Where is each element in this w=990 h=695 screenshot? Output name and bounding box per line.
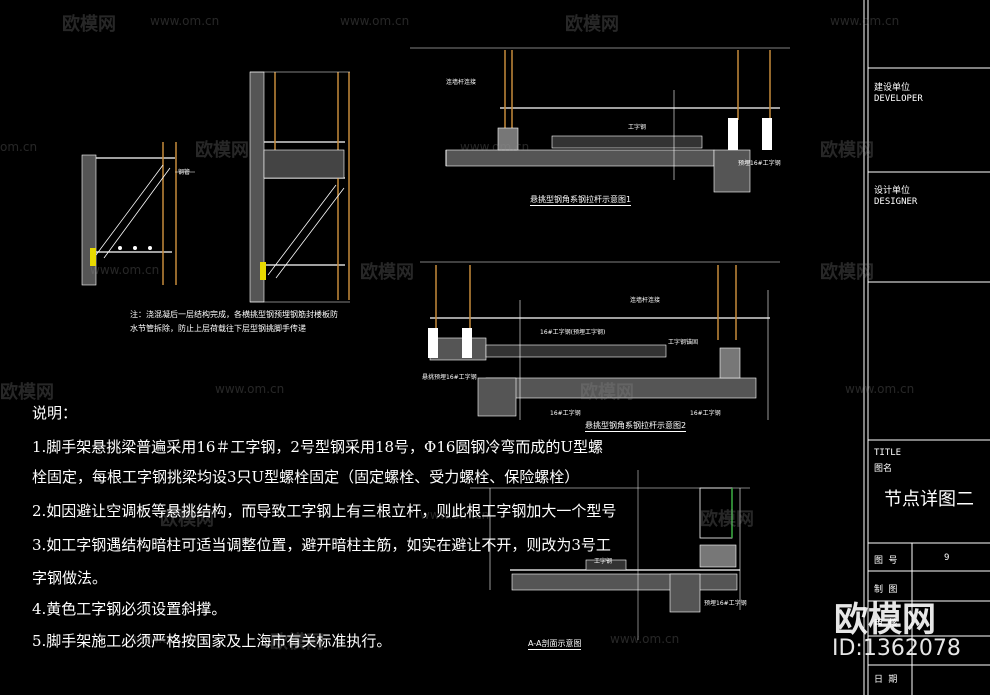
label-wall-rod: 连墙杆连接	[446, 79, 477, 86]
title-cn: 图名	[874, 464, 893, 474]
notes-title: 说明：	[32, 404, 78, 422]
notes-line: 5.脚手架施工必须严格按国家及上海市有关标准执行。	[32, 632, 392, 650]
detail-section-aa	[470, 470, 750, 640]
label-i-beam: 工字钢	[628, 124, 647, 131]
watermark-logo: 欧模网	[834, 600, 936, 640]
watermark-url: www.om.cn	[460, 140, 530, 154]
watermark-brand: 欧模网	[820, 262, 874, 283]
watermark-brand: 欧模网	[195, 140, 249, 161]
label-i-beam-16: 16#工字钢(预埋工字钢)	[540, 329, 606, 336]
watermark-brand: 欧模网	[820, 140, 874, 161]
developer-cn: 建设单位	[874, 83, 911, 93]
label-embed-sec: 预埋16#工字钢	[704, 600, 747, 607]
caption-section: A-A剖面示意图	[528, 639, 582, 650]
title-en: TITLE	[874, 448, 902, 458]
label-anchor: 工字钢锚固	[668, 339, 699, 346]
notes-line: 4.黄色工字钢必须设置斜撑。	[32, 600, 227, 618]
watermark-id: ID:1362078	[832, 636, 961, 661]
watermark-url: www.om.cn	[90, 263, 160, 277]
watermark-brand: 欧模网	[580, 382, 634, 403]
watermark-url: www.om.cn	[215, 382, 285, 396]
watermark-url: www.om.cn	[610, 632, 680, 646]
label-steel-pipe: 钢管	[178, 169, 191, 176]
watermark-url: www.om.cn	[420, 508, 490, 522]
notes-line: 2.如因避让空调板等悬挑结构，而导致工字钢上有三根立杆，则此根工字钢加大一个型号	[32, 502, 617, 520]
watermark-brand: 欧模网	[270, 632, 324, 653]
detail-left-2	[249, 71, 350, 303]
detail-fig2	[420, 261, 780, 420]
designer-en: DESIGNER	[874, 197, 918, 207]
watermark-url: www.om.cn	[845, 382, 915, 396]
drawing-no-label: 图 号	[874, 556, 898, 566]
designer-cn: 设计单位	[874, 186, 911, 196]
label-wall-rod-2: 连墙杆连接	[630, 297, 661, 304]
watermark-brand: 欧模网	[62, 14, 116, 35]
notes-line: 3.如工字钢遇结构暗柱可适当调整位置，避开暗柱主筋，如实在避让不开，则改为3号工	[32, 536, 611, 554]
label-bottom-a: 16#工字钢	[550, 410, 581, 417]
drawing-no-value: 9	[944, 553, 950, 563]
caption-fig2: 悬挑型钢角系钢拉杆示意图2	[585, 421, 687, 432]
detail-fig1	[410, 47, 790, 193]
watermark-brand: 欧模网	[700, 509, 754, 530]
notes-line: 栓固定，每根工字钢挑梁均设3只U型螺栓固定（固定螺栓、受力螺栓、保险螺栓）	[32, 468, 580, 486]
label-left: 悬挑预埋16#工字钢	[422, 374, 477, 381]
watermark-url: www.om.cn	[830, 14, 900, 28]
left-note: 注：浇混凝后一层结构完成，各横挑型钢预埋钢筋封楼板防水节管拆除，防止上层荷载往下…	[130, 310, 338, 333]
notes-line: 1.脚手架悬挑梁普遍采用16＃工字钢，2号型钢采用18号，Φ16圆钢冷弯而成的U…	[32, 438, 604, 456]
check-label: 审 核	[874, 619, 898, 629]
developer-en: DEVELOPER	[874, 94, 923, 104]
watermark-brand: 欧模网	[360, 262, 414, 283]
watermark-brand: 欧模网	[0, 382, 54, 403]
caption-fig1: 悬挑型钢角系钢拉杆示意图1	[530, 195, 632, 206]
watermark-url: www.om.cn	[340, 14, 410, 28]
date-label: 日 期	[874, 675, 898, 685]
watermark-url: www.om.cn	[130, 632, 200, 646]
label-embed-i-beam: 预埋16#工字钢	[738, 160, 781, 167]
detail-left-1	[81, 142, 195, 286]
watermark-url: www.om.cn	[150, 14, 220, 28]
watermark-url: om.cn	[0, 140, 38, 154]
label-i-beam-sec: 工字钢	[594, 558, 613, 565]
title-block-frame	[863, 0, 990, 695]
notes-line: 字钢做法。	[32, 569, 108, 587]
watermark-brand: 欧模网	[160, 509, 214, 530]
watermark-brand: 欧模网	[565, 14, 619, 35]
drawn-label: 制 图	[874, 585, 898, 595]
label-bottom-b: 16#工字钢	[690, 410, 721, 417]
drawing-name: 节点详图二	[884, 489, 974, 510]
